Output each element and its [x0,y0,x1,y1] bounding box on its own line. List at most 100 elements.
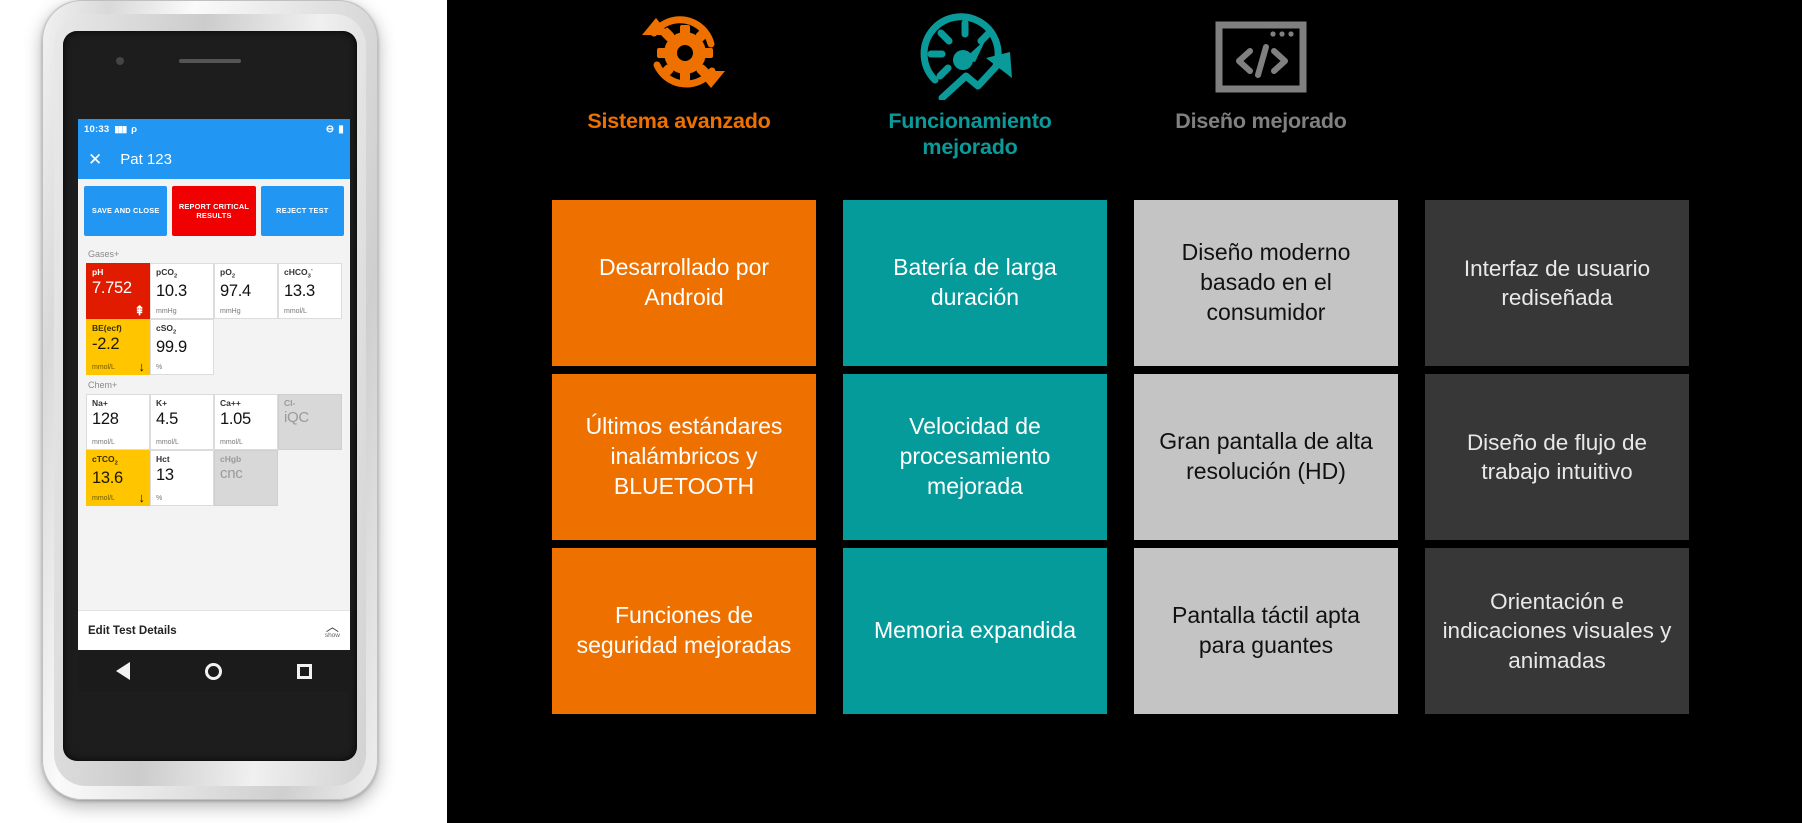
back-triangle-icon[interactable] [115,662,130,680]
analyte-name: pCO2 [156,267,178,280]
analyte-cell-pco2[interactable]: pCO2 10.3 mmHg [150,263,214,319]
feature-tile[interactable]: Pantalla táctil apta para guantes [1134,548,1398,714]
analyte-row: Na+ 128 mmol/L K+ 4.5 mmol/L Ca++ 1.05 [86,394,342,450]
do-not-disturb-icon: ⊖ [325,123,335,135]
analyte-value: 1.05 [220,409,251,428]
analyte-name: cHgb [220,454,242,464]
section-label-gases: Gases+ [78,244,350,263]
close-icon[interactable]: ✕ [88,149,103,169]
analyte-name: Cl- [284,398,296,408]
analyte-name: Na+ [92,398,108,408]
show-toggle[interactable]: ︿ show [324,618,340,640]
feature-tile[interactable]: Desarrollado por Android [552,200,816,366]
category-title: Funcionamiento mejorado [888,109,1052,160]
feature-tile-label: Últimos estándares inalámbricos y BLUETO… [585,413,783,499]
reject-test-button[interactable]: REJECT TEST [260,186,344,236]
analyte-unit: mmol/L [92,364,115,371]
analyte-value: 7.752 [92,278,132,297]
code-window-icon [1211,0,1311,108]
analyte-name: Ca++ [220,398,241,408]
analyte-cell-chgb[interactable]: cHgb cnc [214,450,278,506]
gases-grid: pH 7.752 ⇞ pCO2 10.3 mmHg pO2 97.4 m [78,263,350,375]
feature-tile[interactable]: Diseño moderno basado en el consumidor [1134,200,1398,366]
feature-tile[interactable]: Batería de larga duración [843,200,1107,366]
feature-tile[interactable]: Memoria expandida [843,548,1107,714]
feature-tile-label: Memoria expandida [873,617,1076,644]
analyte-cell-ctco2[interactable]: cTCO2 13.6 mmol/L ↓ [86,450,150,506]
front-camera [116,57,125,65]
arrow-down-icon: ↓ [138,359,146,374]
analyte-cell-empty [278,450,342,506]
analyte-cell-ph[interactable]: pH 7.752 ⇞ [86,263,150,319]
analyte-name: pO2 [220,267,236,280]
analyte-cell-chco3[interactable]: cHCO3- 13.3 mmol/L [278,263,342,319]
analyte-name: pH [92,267,104,277]
save-and-close-button[interactable]: SAVE AND CLOSE [84,186,168,236]
arrow-up-icon: ⇞ [134,303,145,318]
device-photo-pane: 10:33 ▮▮▮ ρ ⊖ ▮ ✕ Pat 123 [0,0,447,823]
analyte-cell-po2[interactable]: pO2 97.4 mmHg [214,263,278,319]
signal-bars-icon: ▮▮▮ [114,123,127,134]
feature-matrix-pane: Sistema avanzado [447,0,1802,823]
feature-tile-label: Velocidad de procesamiento mejorada [899,413,1051,499]
analyte-unit: mmol/L [284,308,307,315]
analyte-cell-hct[interactable]: Hct 13 % [150,450,214,506]
feature-tile-label: Batería de larga duración [893,254,1057,310]
analyte-unit: mmol/L [156,439,179,446]
app-bar: ✕ Pat 123 [78,139,350,179]
feature-tile-label: Interfaz de usuario rediseñada [1463,255,1651,310]
device-screen: 10:33 ▮▮▮ ρ ⊖ ▮ ✕ Pat 123 [78,119,350,650]
analyte-cell-na[interactable]: Na+ 128 mmol/L [86,394,150,450]
feature-tile[interactable]: Últimos estándares inalámbricos y BLUETO… [552,374,816,540]
analyte-cell-beecf[interactable]: BE(ecf) -2.2 mmol/L ↓ [86,319,150,375]
analyte-cell-empty [214,319,278,375]
feature-tile[interactable]: Diseño de flujo de trabajo intuitivo [1425,374,1689,540]
category-header-advanced-system: Sistema avanzado [547,0,811,196]
analyte-unit: mmol/L [92,439,115,446]
analyte-cell-cl[interactable]: Cl- iQC [278,394,342,450]
arrow-down-icon: ↓ [138,490,146,505]
analyte-value: 4.5 [156,409,179,428]
show-label: show [324,632,340,640]
analyte-unit: % [156,364,163,371]
analyte-value: -2.2 [92,334,120,353]
speedometer-arrow-icon [918,0,1022,108]
feature-tile[interactable]: Velocidad de procesamiento mejorada [843,374,1107,540]
patient-title: Pat 123 [120,150,172,168]
analyte-value: 13.6 [92,469,123,488]
feature-tile[interactable]: Funciones de seguridad mejoradas [552,548,816,714]
analyte-unit: mmol/L [220,439,243,446]
analyte-value: cnc [220,464,243,482]
analyte-unit: mmHg [156,308,177,315]
section-label-chem: Chem+ [78,375,350,394]
report-critical-results-button[interactable]: REPORT CRITICAL RESULTS [172,186,256,236]
analyte-row: cTCO2 13.6 mmol/L ↓ Hct 13 % cHgb cn [86,450,342,506]
category-header-improved-design: Diseño mejorado [1129,0,1393,196]
analyte-cell-k[interactable]: K+ 4.5 mmol/L [150,394,214,450]
feature-tile[interactable]: Orientación e indicaciones visuales y an… [1425,548,1689,714]
home-circle-icon[interactable] [204,662,222,680]
analyte-cell-ca[interactable]: Ca++ 1.05 mmol/L [214,394,278,450]
chevron-up-icon: ︿ [325,618,339,634]
recent-square-icon[interactable] [297,663,313,679]
feature-tile[interactable]: Gran pantalla de alta resolución (HD) [1134,374,1398,540]
analyte-value: 13.3 [284,282,315,301]
analyte-unit: mmHg [220,308,241,315]
analyte-cell-cso2[interactable]: cSO2 99.9 % [150,319,214,375]
action-button-row: SAVE AND CLOSE REPORT CRITICAL RESULTS R… [78,179,350,244]
feature-tile-label: Diseño moderno basado en el consumidor [1181,239,1351,325]
edit-test-details-row[interactable]: Edit Test Details ︿ show [78,610,350,650]
category-header-improved-performance: Funcionamiento mejorado [838,0,1102,196]
analyte-value: 128 [92,409,119,428]
feature-tile-label: Gran pantalla de alta resolución (HD) [1159,428,1373,484]
p-icon: ρ [131,123,138,135]
feature-tile-label: Diseño de flujo de trabajo intuitivo [1466,429,1648,484]
feature-tile-grid: Desarrollado por Android Batería de larg… [552,200,1689,714]
feature-tile[interactable]: Interfaz de usuario rediseñada [1425,200,1689,366]
analyte-unit: mmol/L [92,495,115,502]
earpiece-speaker [179,59,241,63]
analyte-name: cTCO2 [92,454,118,467]
feature-tile-label: Pantalla táctil apta para guantes [1172,602,1360,658]
gear-refresh-icon [627,0,731,108]
